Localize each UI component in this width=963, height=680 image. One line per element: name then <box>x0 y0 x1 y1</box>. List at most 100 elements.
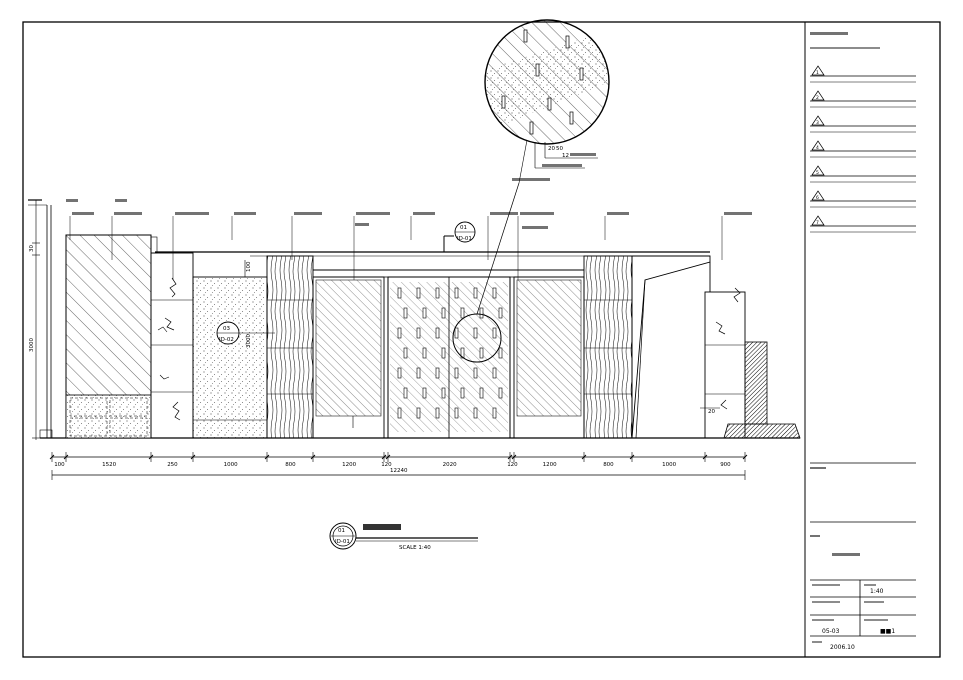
feature-slot <box>397 407 402 419</box>
feature-slot <box>498 347 503 359</box>
feature-slot <box>441 387 446 399</box>
dimension-label: 120 <box>381 462 392 468</box>
feature-slot <box>397 327 402 339</box>
feature-slot <box>473 367 478 379</box>
feature-slot <box>492 287 497 299</box>
feature-slot <box>422 307 427 319</box>
feature-slot <box>435 407 440 419</box>
feature-slot <box>498 387 503 399</box>
project-number: 05-03 <box>822 628 840 635</box>
detail-tag-ref: ID-02 <box>219 337 234 343</box>
feature-slot <box>403 387 408 399</box>
feature-slot <box>492 367 497 379</box>
sheet-number-mark: ■■1 <box>880 628 895 635</box>
scale-label: SCALE 1:40 <box>399 545 431 551</box>
annotation-note <box>175 212 209 215</box>
inner-dim-3: 20 <box>708 409 715 415</box>
revision-number: 6 <box>816 195 819 201</box>
feature-slot <box>403 347 408 359</box>
feature-slot <box>460 307 465 319</box>
revision-number: 7 <box>816 220 819 226</box>
revision-triangle-icon <box>811 115 825 126</box>
annotation-note <box>607 212 629 215</box>
scale-value: 1:40 <box>870 588 884 595</box>
feature-slot <box>492 407 497 419</box>
dimension-label: 1200 <box>543 462 557 468</box>
annotation-note <box>522 226 548 229</box>
section-tag-ref: ID-01 <box>457 236 472 242</box>
dimension-label: 1000 <box>224 462 238 468</box>
annotation-note <box>724 212 752 215</box>
detail-dim-3: 12 <box>562 153 569 159</box>
feature-slot <box>498 307 503 319</box>
annotation-note <box>356 212 390 215</box>
revision-triangle-icon <box>811 90 825 101</box>
dimension-label: 1000 <box>662 462 676 468</box>
inner-dim-1: 100 <box>246 261 252 272</box>
feature-slot <box>473 327 478 339</box>
revision-triangle-icon <box>811 140 825 151</box>
dimension-label: 100 <box>54 462 65 468</box>
annotation-note <box>72 212 94 215</box>
revision-triangle-icon <box>811 190 825 201</box>
revision-triangle-icon <box>811 215 825 226</box>
feature-slot <box>454 367 459 379</box>
feature-slot <box>416 407 421 419</box>
feature-slot <box>422 347 427 359</box>
annotation-note <box>490 212 518 215</box>
revision-number: 4 <box>816 145 819 151</box>
date-value: 2006.10 <box>830 644 855 651</box>
feature-slot <box>441 307 446 319</box>
left-dim-1: 30 <box>29 245 35 252</box>
feature-slot <box>479 307 484 319</box>
revision-triangle-icon <box>811 65 825 76</box>
feature-slot <box>473 407 478 419</box>
annotation-note <box>66 199 78 202</box>
feature-slot <box>454 407 459 419</box>
annotation-note <box>114 212 142 215</box>
annotation-leaders <box>66 199 752 280</box>
dimension-label: 900 <box>720 462 731 468</box>
revision-number: 1 <box>816 70 819 76</box>
title-tag-ref: ID-01 <box>335 539 350 545</box>
drawing-title: 01 ID-01 SCALE 1:40 <box>329 522 478 551</box>
feature-slot <box>454 327 459 339</box>
detail-dim-1: 20 <box>548 146 555 152</box>
overall-dimension: 12240 <box>390 468 408 474</box>
feature-slot <box>397 287 402 299</box>
annotation-note <box>234 212 256 215</box>
dimension-label: 800 <box>603 462 614 468</box>
feature-slot <box>416 367 421 379</box>
elevation-title-text <box>363 524 401 530</box>
feature-slot <box>416 327 421 339</box>
dimension-label: 120 <box>507 462 518 468</box>
elevation-drawing: 03 ID-02 01 ID-01 30 3000 100 3000 20 10… <box>28 182 801 480</box>
feature-slot <box>403 307 408 319</box>
feature-slot <box>441 347 446 359</box>
section-tag-number: 01 <box>460 225 467 231</box>
outer-border <box>22 21 941 658</box>
revision-number: 2 <box>816 95 819 101</box>
feature-slot <box>492 327 497 339</box>
feature-slot <box>416 287 421 299</box>
dimension-label: 250 <box>167 462 178 468</box>
dimension-label: 1520 <box>102 462 116 468</box>
revision-number: 3 <box>816 120 819 126</box>
inner-dim-2: 3000 <box>246 334 252 348</box>
dimension-label: 2020 <box>443 462 457 468</box>
feature-slot <box>435 327 440 339</box>
annotation-note <box>520 212 554 215</box>
annotation-note <box>294 212 322 215</box>
revision-triangle-icon <box>811 165 825 176</box>
detail-dim-2: 50 <box>556 146 563 152</box>
feature-slot <box>397 367 402 379</box>
annotation-note <box>355 223 369 226</box>
title-tag-number: 01 <box>338 528 345 534</box>
feature-slot <box>460 387 465 399</box>
feature-slot <box>479 387 484 399</box>
annotation-note <box>413 212 435 215</box>
